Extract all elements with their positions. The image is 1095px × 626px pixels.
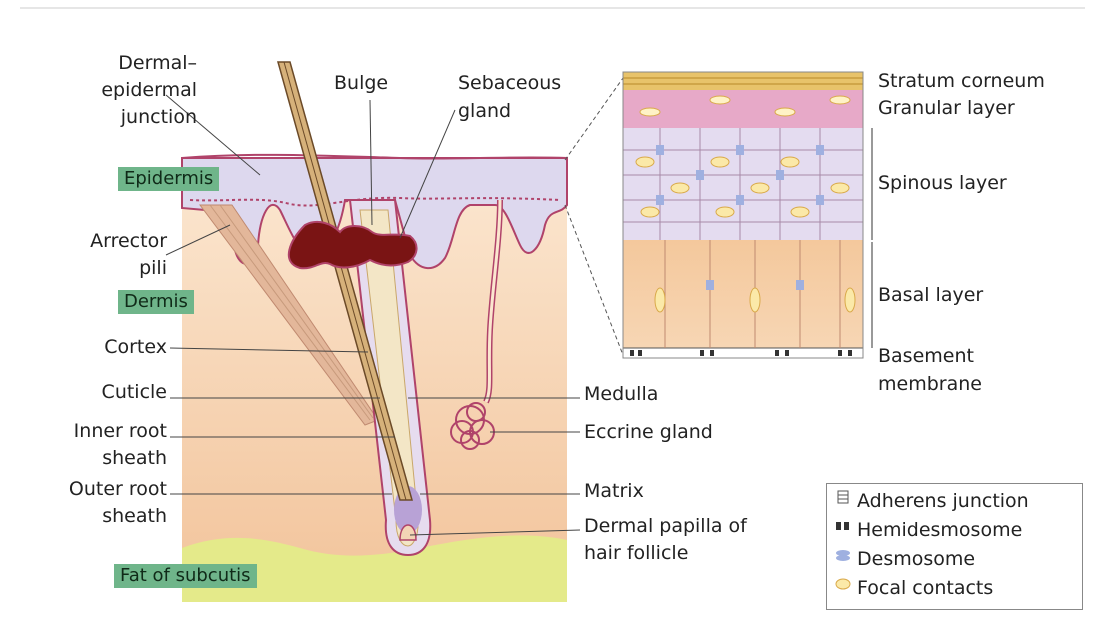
legend-item-desmosome: Desmosome [835, 548, 975, 570]
label-outer-root-2: sheath [102, 505, 167, 527]
dermis-tag: Dermis [118, 290, 194, 314]
label-dej-1: Dermal– [118, 52, 197, 74]
legend: Adherens junction Hemidesmosome Desmosom… [826, 483, 1083, 610]
hemidesmosome-icon [835, 524, 851, 538]
legend-item-hemidesmosome: Hemidesmosome [835, 519, 1022, 541]
label-stratum-corneum: Stratum corneum [878, 70, 1045, 92]
label-granular-layer: Granular layer [878, 97, 1015, 119]
label-basal-layer: Basal layer [878, 284, 983, 306]
label-basement-1: Basement [878, 345, 974, 367]
fat-tag: Fat of subcutis [114, 564, 257, 588]
label-outer-root-1: Outer root [69, 478, 167, 500]
label-cuticle: Cuticle [102, 381, 167, 403]
label-matrix: Matrix [584, 480, 644, 502]
label-bulge: Bulge [334, 72, 388, 94]
label-basement-2: membrane [878, 373, 982, 395]
label-dej-3: junction [121, 106, 197, 128]
label-arrector-1: Arrector [90, 230, 167, 252]
adherens-junction-icon [835, 495, 851, 509]
label-sebaceous-1: Sebaceous [458, 72, 561, 94]
epidermis-inset [623, 72, 872, 358]
label-inner-root-2: sheath [102, 447, 167, 469]
label-sebaceous-2: gland [458, 100, 511, 122]
label-dermal-papilla-1: Dermal papilla of [584, 515, 747, 537]
legend-item-adherens: Adherens junction [835, 490, 1029, 512]
label-medulla: Medulla [584, 383, 658, 405]
legend-item-focal-contacts: Focal contacts [835, 577, 993, 599]
label-eccrine-gland: Eccrine gland [584, 421, 713, 443]
label-inner-root-1: Inner root [74, 420, 167, 442]
label-spinous-layer: Spinous layer [878, 172, 1007, 194]
label-dermal-papilla-2: hair follicle [584, 542, 688, 564]
desmosome-icon [835, 553, 851, 567]
label-dej-2: epidermal [101, 79, 197, 101]
epidermis-tag: Epidermis [118, 167, 219, 191]
focal-contact-icon [835, 582, 851, 596]
label-arrector-2: pili [139, 257, 167, 279]
label-cortex: Cortex [104, 336, 167, 358]
